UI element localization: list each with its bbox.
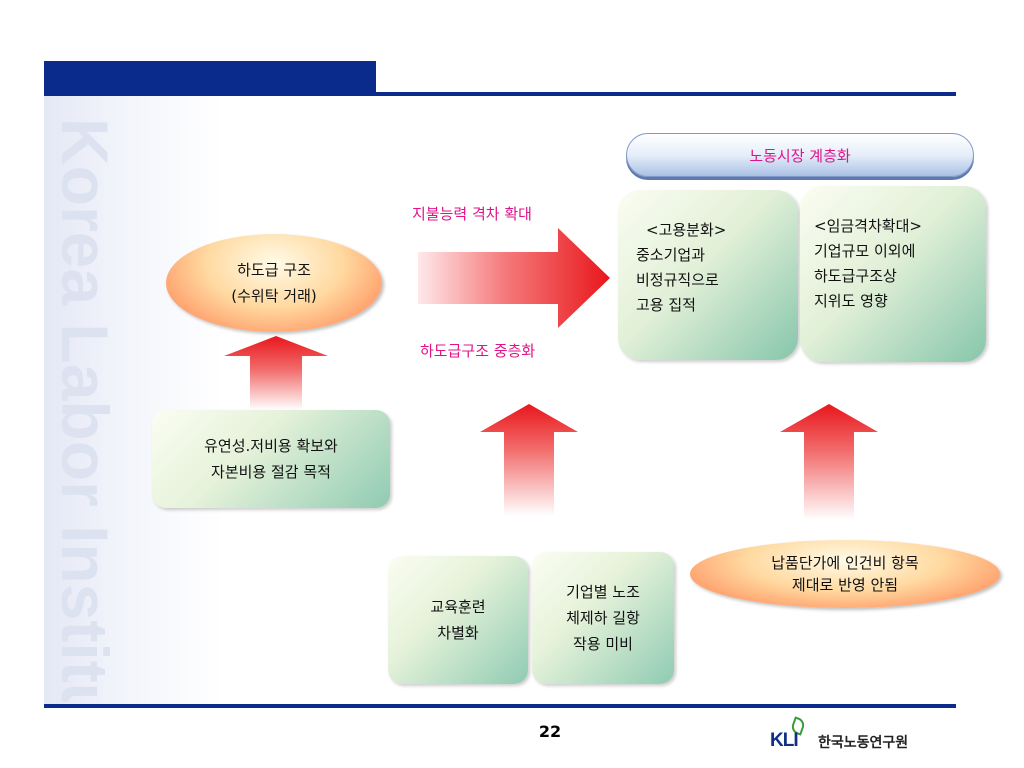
up-arrow-middle — [480, 404, 578, 516]
box-line-2: 자본비용 절감 목적 — [211, 463, 331, 481]
employment-division-box: <고용분화> 중소기업과 비정규직으로 고용 집적 — [618, 190, 798, 360]
arrow-label-top: 지불능력 격차 확대 — [412, 205, 532, 223]
oval-line-2: (수위탁 거래) — [231, 287, 317, 305]
oval-line-1: 하도급 구조 — [237, 261, 311, 279]
training-line-2: 차별화 — [437, 624, 479, 642]
up-arrow-left — [224, 336, 328, 410]
watermark: Korea Labor Institute — [48, 118, 122, 702]
kli-logo: KLI 한국노동연구원 — [770, 716, 960, 756]
header-rule — [44, 92, 956, 96]
wage-gap-box: <임금격차확대> 기업규모 이외에 하도급구조상 지위도 영향 — [800, 186, 986, 362]
wage-line-1: 기업규모 이외에 — [814, 242, 916, 260]
wage-title: <임금격차확대> — [814, 217, 922, 235]
right-arrow — [418, 228, 610, 328]
right-oval-line-1: 납품단가에 인건비 항목 — [771, 554, 919, 572]
union-line-1: 기업별 노조 — [566, 583, 640, 601]
unit-price-oval: 납품단가에 인건비 항목 제대로 반영 안됨 — [690, 540, 1000, 608]
kli-mark: KLI — [770, 730, 799, 751]
watermark-text: Korea Labor Institute — [48, 118, 122, 702]
up-arrow-right — [780, 404, 878, 520]
box-line-1: 유연성.저비용 확보와 — [204, 437, 338, 455]
employment-line-3: 고용 집적 — [636, 296, 696, 314]
flexibility-cost-box: 유연성.저비용 확보와 자본비용 절감 목적 — [152, 410, 390, 508]
union-line-2: 체제하 길항 — [566, 609, 640, 627]
labor-market-stratification-label: 노동시장 계층화 — [626, 133, 974, 177]
union-line-3: 작용 미비 — [573, 635, 633, 653]
training-line-1: 교육훈련 — [430, 598, 486, 616]
employment-line-1: 중소기업과 — [636, 246, 706, 264]
wage-line-3: 지위도 영향 — [814, 292, 888, 310]
employment-line-2: 비정규직으로 — [636, 271, 719, 289]
employment-title: <고용분화> — [646, 221, 727, 239]
arrow-label-bottom: 하도급구조 중층화 — [420, 342, 536, 360]
side-gradient-band — [44, 95, 224, 705]
page-number: 22 — [538, 722, 562, 741]
subcontracting-structure-oval: 하도급 구조 (수위탁 거래) — [166, 234, 382, 332]
wage-line-2: 하도급구조상 — [814, 267, 897, 285]
header-bar — [44, 61, 376, 93]
pill-text: 노동시장 계층화 — [749, 146, 851, 165]
footer-rule — [44, 704, 956, 708]
right-oval-line-2: 제대로 반영 안됨 — [791, 576, 899, 594]
training-differentiation-box: 교육훈련 차별화 — [388, 556, 528, 684]
enterprise-union-box: 기업별 노조 체제하 길항 작용 미비 — [532, 552, 674, 684]
kli-name: 한국노동연구원 — [818, 735, 909, 751]
